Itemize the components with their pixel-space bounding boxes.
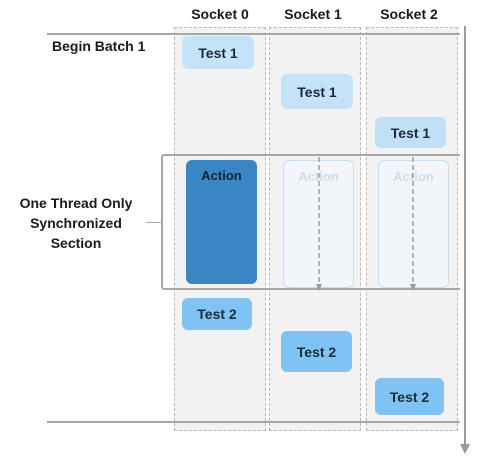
timeline-arrow-head xyxy=(460,444,470,454)
socket-1-test-2: Test 2 xyxy=(281,331,352,372)
socket-0-test-2: Test 2 xyxy=(182,298,252,330)
socket-0-test-1: Test 1 xyxy=(182,36,254,69)
column-header-socket-0: Socket 0 xyxy=(191,6,249,22)
synchronized-section-bracket xyxy=(161,154,460,290)
section-label-line-3: Section xyxy=(50,235,102,251)
bracket-connector xyxy=(146,222,161,223)
begin-batch-label: Begin Batch 1 xyxy=(52,38,146,54)
batch-end-line xyxy=(47,421,460,423)
batch-start-line xyxy=(47,33,460,35)
socket-2-wait-arrow-head xyxy=(410,284,416,291)
socket-1-wait-arrow-head xyxy=(316,284,322,291)
socket-1-test-1: Test 1 xyxy=(281,74,353,109)
synchronized-section-label: One Thread Only Synchronized Section xyxy=(10,193,142,253)
socket-2-test-1: Test 1 xyxy=(375,117,446,148)
socket-2-test-2: Test 2 xyxy=(375,378,444,415)
section-label-line-2: Synchronized xyxy=(30,215,122,231)
column-header-socket-2: Socket 2 xyxy=(380,6,438,22)
socket-0-action: Action xyxy=(186,160,257,284)
column-header-socket-1: Socket 1 xyxy=(284,6,342,22)
section-label-line-1: One Thread Only xyxy=(19,195,133,211)
